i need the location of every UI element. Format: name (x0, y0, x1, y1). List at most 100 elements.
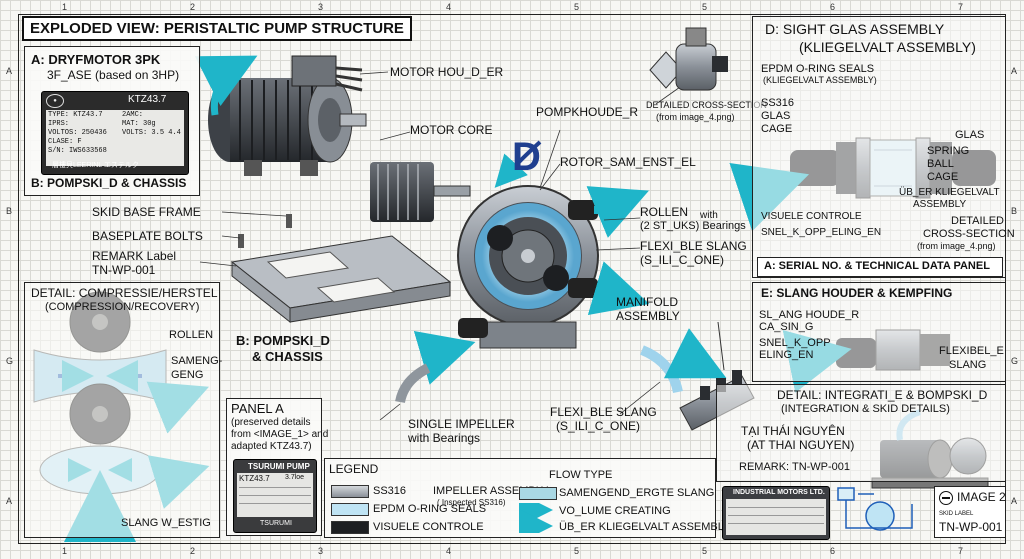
integration-location: TẠI THÁI NGUYÊN (741, 424, 845, 438)
label-flexible-hose-material: (S_ILI_C_ONE) (640, 253, 725, 267)
legend-item: EPDM O-RING SEALS (373, 503, 487, 515)
grid-row-label: B (6, 206, 13, 216)
terminal-box (291, 55, 363, 92)
brand-logo: ● (46, 94, 64, 108)
image-label: IMAGE 2 (957, 490, 1006, 504)
plate-key: S/N: (48, 147, 65, 155)
tsurumi-model: KTZ43.7 (239, 474, 270, 483)
plate-key: MAT: (122, 120, 139, 128)
plate-val: 250436 (81, 129, 107, 137)
label-flexible-hose: FLEXI_BLE SLANG (640, 239, 747, 253)
label-manifold-2: ASSEMBLY (616, 309, 680, 323)
grid-col-label: 1 (62, 2, 68, 12)
panel-a-text: from <IMAGE_1> and (231, 429, 329, 440)
compression-heading: DETAIL: COMPRESSIE/HERSTEL (31, 286, 218, 300)
tsurumi-plate-data: KTZ43.7 3.7loe (237, 473, 313, 517)
integration-remark: REMARK: TN-WP-001 (739, 461, 851, 473)
sight-label-over-2: ASSEMBLY (913, 199, 967, 210)
label-motor-housing: MOTOR HOU_D_ER (390, 65, 504, 79)
sight-label-cross: CROSS-SECTION (923, 228, 1015, 240)
legend-impeller-note: ( Inspected SS316) (437, 498, 506, 507)
label-cross-section: DETAILED CROSS-SECTION (646, 100, 767, 110)
flow-arrow-navy (663, 328, 727, 379)
image-label-panel: IMAGE 2 SKID LABEL TN-WP-001 (934, 486, 1006, 538)
plate-key: VOLTOS: (48, 129, 78, 137)
panel-a-text: adapted KTZ43.7) (231, 441, 312, 452)
grid-col-label: 5 (574, 2, 580, 12)
label-rollers-with: with (700, 210, 718, 221)
hose-quick-label: SNEL_K_OPP (759, 337, 831, 349)
panel-a: PANEL A (preserved details from <IMAGE_1… (226, 398, 328, 536)
hose-quick-label-2: ELING_EN (759, 349, 814, 361)
integration-location-2: (AT THAI NGUYEN) (747, 438, 855, 452)
sight-label-visual: VISUELE CONTROLE (761, 211, 862, 222)
legend-panel: LEGEND SS316 EPDM O-RING SEALS VISUELE C… (324, 458, 730, 538)
label-pump-housing: POMPKHOUDE_R (536, 105, 639, 119)
sight-label-over: ÜB_ER KLIEGELVALT (899, 187, 1000, 198)
plate-key: VOLTS: (122, 129, 148, 137)
plate-val: 30g (143, 120, 156, 128)
label-baseplate-bolts: BASEPLATE BOLTS (92, 229, 203, 243)
skid-label-caption: SKID LABEL (939, 511, 974, 517)
flow-schematic-thumbnail (837, 487, 913, 531)
nameplate-model: KTZ43.7 (128, 94, 167, 105)
sight-label-epdm-2: (KLIEGELVALT ASSEMBLY) (763, 75, 877, 85)
label-impeller-2: with Bearings (408, 431, 481, 445)
label-skid-base: SKID BASE FRAME (92, 205, 201, 219)
label-chassis: B: POMPSKI_D (236, 333, 330, 348)
grid-col-label: 1 (62, 546, 68, 556)
label-chassis-2: & CHASSIS (252, 349, 323, 364)
panel-a-text: (preserved details (231, 417, 311, 428)
grid-col-label: 4 (446, 2, 452, 12)
grid-col-label: 5 (702, 2, 708, 12)
legend-swatch-epdm (331, 503, 369, 516)
label-cross-section-src: (from image_4.png) (656, 112, 735, 122)
integration-heading: DETAIL: INTEGRATI_E & BOMPSKI_D (777, 388, 988, 402)
grid-row-label: B (1011, 206, 1018, 216)
motor-panel-subheading: 3F_ASE (based on 3HP) (47, 68, 180, 82)
sight-label-glas: GLAS (761, 110, 791, 122)
valve-cross-section-thumbnail (649, 27, 728, 91)
big-letter-d: D (512, 135, 541, 179)
label-flex-hose-b: FLEXI_BLE SLANG (550, 405, 657, 419)
plate-key: IPRS: (48, 120, 70, 128)
legend-swatch-visual (331, 521, 369, 534)
tsurumi-footer: TSURUMI (260, 520, 292, 527)
grid-col-label: 5 (574, 546, 580, 556)
compression-rollers-label: ROLLEN (169, 329, 214, 341)
grid-col-label: 2 (190, 2, 196, 12)
grid-row-label: A (1011, 496, 1018, 506)
pump-housing (457, 185, 608, 349)
hose-holder-heading: E: SLANG HOUDER & KEMPFING (761, 286, 953, 300)
grid-col-label: 6 (830, 546, 836, 556)
hose-holder-panel: E: SLANG HOUDER & KEMPFING SL_ANG HOUDE_… (752, 282, 1006, 382)
integration-panel: DETAIL: INTEGRATI_E & BOMPSKI_D (INTEGRA… (716, 384, 1006, 482)
grid-col-label: 2 (190, 546, 196, 556)
grid-col-label: 3 (318, 546, 324, 556)
sight-label-source: (from image_4.png) (917, 241, 996, 251)
outlet-hose (639, 345, 683, 394)
chassis-heading: B: POMPSKI_D & CHASSIS (31, 176, 187, 190)
label-rollers: ROLLEN (640, 205, 689, 219)
label-rollers-count: (2 ST_UKS) Bearings (640, 220, 746, 232)
grid-col-label: 6 (830, 2, 836, 12)
sight-glass-panel: D: SIGHT GLAS ASSEMBLY (KLIEGELVALT ASSE… (752, 16, 1015, 278)
legend-swatch-ss316 (331, 485, 369, 498)
hose-holder-label-2: CA_SIN_G (759, 321, 814, 333)
legend-flow-heading: FLOW TYPE (549, 469, 613, 481)
plate-val: F (77, 138, 82, 146)
grid-row-label: A (1011, 66, 1018, 76)
tsurumi-nameplate: TSURUMI PUMP KTZ43.7 3.7loe TSURUMI (233, 459, 317, 533)
compression-panel: DETAIL: COMPRESSIE/HERSTEL (COMPRESSION/… (24, 282, 222, 538)
nameplate-banner: 層樓貝LEERINL エステルク (52, 162, 139, 169)
legend-swatch-flow (519, 487, 557, 500)
sight-label-detailed: DETAILED (951, 215, 1004, 227)
motor-panel-heading: A: DRYFMOTOR 3PK (31, 52, 161, 67)
legend-item: VISUELE CONTROLE (373, 521, 484, 533)
drawing-frame (18, 14, 1006, 544)
sight-label-ball: BALL (927, 158, 954, 170)
page-title: EXPLODED VIEW: PERISTALTIC PUMP STRUCTUR… (22, 16, 412, 41)
sight-label-ss: SS316 (761, 97, 795, 109)
motor-core (370, 162, 471, 222)
nameplate-data: TYPE: KTZ43.7 2AMC: IPRS: MAT: 30g VOLTO… (46, 110, 184, 166)
